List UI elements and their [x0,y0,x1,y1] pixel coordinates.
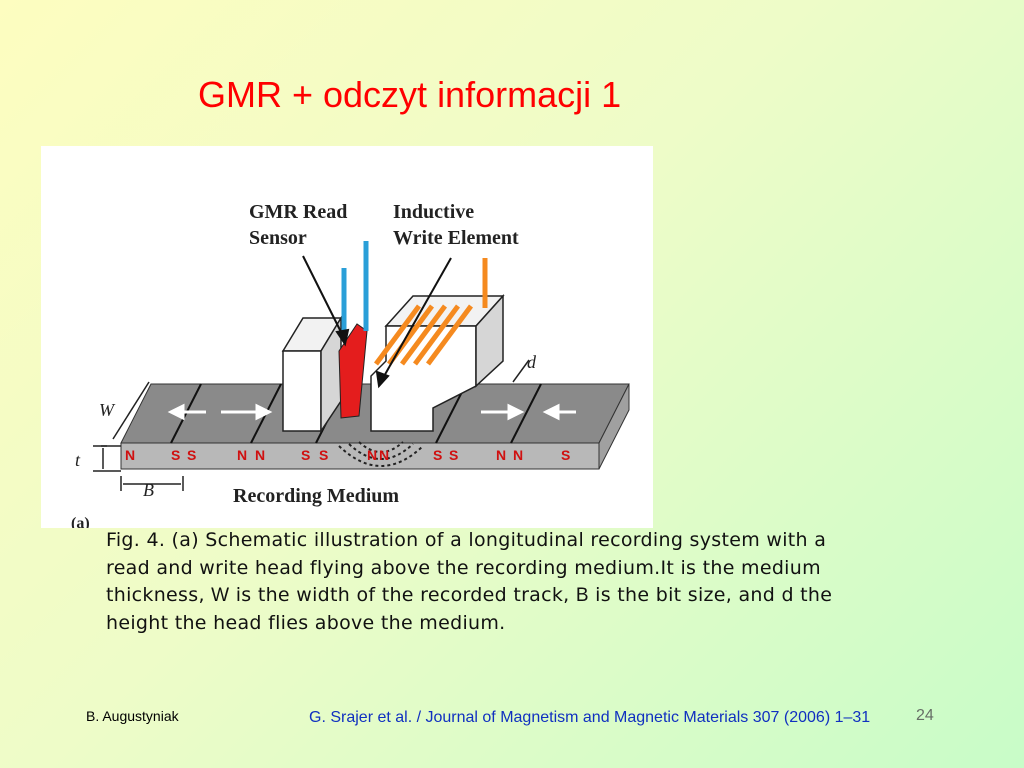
pole-label: N [513,447,523,463]
d-label: d [527,352,537,372]
pole-label: S [319,447,328,463]
pole-label: S [171,447,180,463]
caption-b: B [575,585,589,606]
caption-text-3: is the bit size, and d the height the he… [106,584,833,634]
recording-system-figure: N S S N N S S N N S S N N S [41,146,653,528]
slide-title: GMR + odczyt informacji 1 [198,74,622,115]
pole-label: N [379,447,389,463]
figure-caption: Fig. 4. (a) Schematic illustration of a … [106,527,866,637]
write-coil [373,258,488,366]
gmr-label-line2: Sensor [249,227,307,249]
pole-label: S [561,447,570,463]
gmr-label-line1: GMR Read [249,201,347,223]
caption-w: W [211,585,230,606]
pole-label: N [237,447,247,463]
medium-label: Recording Medium [233,485,399,507]
pole-label: N [125,447,135,463]
pole-label: S [449,447,458,463]
pole-label: N [367,447,377,463]
write-label-line2: Write Element [393,227,519,249]
medium-side-face [598,383,630,470]
pole-label: S [301,447,310,463]
dimension-markers [93,359,530,491]
slide-number: 24 [916,707,934,724]
journal-reference: G. Srajer et al. / Journal of Magnetism … [309,709,871,726]
write-head-side [475,294,504,388]
recording-system-diagram: N S S N N S S N N S S N N S [71,201,630,528]
caption-text-1: Fig. 4. (a) Schematic illustration of a … [106,529,827,606]
w-label: W [99,400,116,420]
pole-label: N [255,447,265,463]
panel-label: (a) [71,515,90,528]
b-label: B [143,480,154,500]
caption-text-2: is the width of the recorded track, [229,584,576,606]
pole-label: S [187,447,196,463]
stray-field-arcs [338,441,424,467]
author-name: B. Augustyniak [86,708,179,724]
label-pointers [302,255,452,389]
t-label: t [75,450,81,470]
magnetization-arrows [167,403,576,421]
sensor-leads [341,241,369,338]
pole-letters: N S S N N S S N N S S N N S [125,447,570,463]
gmr-sensor [338,323,368,419]
read-shield-front [282,350,322,432]
write-label-line1: Inductive [393,201,474,223]
pole-label: S [433,447,442,463]
pole-label: N [496,447,506,463]
